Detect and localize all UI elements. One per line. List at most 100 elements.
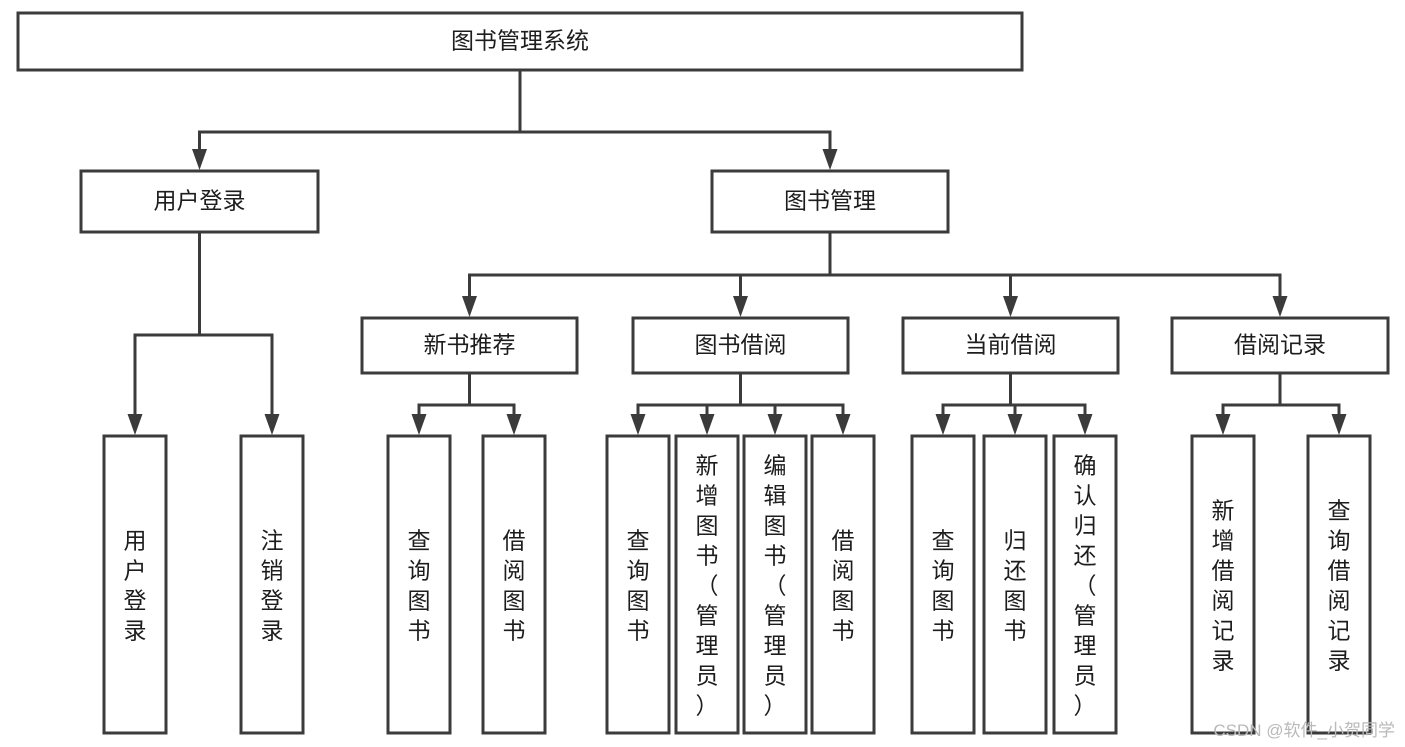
arrow-head-icon — [462, 296, 477, 317]
connector-line — [198, 232, 274, 414]
node-box[interactable] — [1306, 434, 1372, 735]
node-book-manage[interactable]: 图书管理 — [710, 169, 950, 234]
node-leaf-query-book-3[interactable]: 查询图书 — [910, 434, 976, 735]
node-user-login[interactable]: 用户登录 — [79, 169, 320, 234]
connector-line — [1278, 373, 1341, 414]
node-label: 查询借阅记录 — [1328, 498, 1351, 674]
node-book-borrow[interactable]: 图书借阅 — [631, 316, 850, 375]
node-box[interactable] — [674, 434, 740, 735]
node-new-book-rec[interactable]: 新书推荐 — [360, 316, 579, 375]
node-borrow-record[interactable]: 借阅记录 — [1170, 316, 1390, 375]
node-leaf-query-record[interactable]: 查询借阅记录 — [1306, 434, 1372, 735]
node-box[interactable] — [1170, 316, 1390, 375]
node-label: 归还图书 — [1004, 528, 1027, 644]
node-box[interactable] — [481, 434, 547, 735]
connector-book-borrow-to-leaf-borrow-book-2 — [739, 373, 851, 435]
node-box[interactable] — [710, 169, 950, 234]
node-box[interactable] — [810, 434, 876, 735]
node-label: 注销登录 — [261, 528, 284, 644]
node-box[interactable] — [901, 316, 1120, 375]
node-label: 当前借阅 — [965, 332, 1057, 358]
node-box[interactable] — [1052, 434, 1118, 735]
arrow-head-icon — [1272, 296, 1288, 317]
connector-borrow-record-to-leaf-add-record — [1215, 373, 1282, 435]
node-leaf-confirm-return[interactable]: 确认归还（管理员） — [1052, 434, 1118, 735]
node-label: 新增图书（管理员） — [696, 453, 719, 719]
arrow-head-icon — [1077, 414, 1093, 435]
connector-root-to-user-login — [192, 70, 522, 170]
connector-line — [828, 232, 1282, 296]
node-leaf-add-record[interactable]: 新增借阅记录 — [1190, 434, 1256, 735]
node-label: 用户登录 — [124, 528, 147, 644]
node-leaf-logout[interactable]: 注销登录 — [239, 434, 305, 735]
node-leaf-edit-book[interactable]: 编辑图书（管理员） — [742, 434, 808, 735]
node-label: 确认归还（管理员） — [1074, 453, 1097, 719]
connector-line — [828, 232, 1012, 296]
node-box[interactable] — [386, 434, 452, 735]
node-label: 新书推荐 — [424, 332, 516, 358]
node-label: 借阅图书 — [832, 528, 855, 644]
connector-line — [133, 232, 201, 414]
node-leaf-query-book-2[interactable]: 查询图书 — [605, 434, 671, 735]
node-label: 新增借阅记录 — [1212, 498, 1235, 674]
connector-user-login-to-leaf-user-login — [127, 232, 201, 435]
connector-current-borrow-to-leaf-query-book-3 — [935, 373, 1012, 435]
node-box[interactable] — [631, 316, 850, 375]
arrow-head-icon — [733, 296, 748, 317]
arrow-head-icon — [835, 414, 851, 435]
node-label: 编辑图书（管理员） — [764, 453, 787, 719]
connectors-layer — [127, 70, 1347, 435]
arrow-head-icon — [630, 414, 646, 435]
arrow-head-icon — [1215, 414, 1231, 435]
node-box[interactable] — [742, 434, 808, 735]
connector-line — [705, 373, 742, 414]
node-box[interactable] — [16, 11, 1024, 72]
arrow-head-icon — [767, 414, 783, 435]
node-label: 用户登录 — [154, 188, 246, 214]
nodes-layer: 图书管理系统用户登录图书管理新书推荐图书借阅当前借阅借阅记录用户登录注销登录查询… — [16, 11, 1390, 735]
node-box[interactable] — [79, 169, 320, 234]
node-box[interactable] — [910, 434, 976, 735]
node-leaf-query-book-1[interactable]: 查询图书 — [386, 434, 452, 735]
connector-line — [636, 373, 742, 414]
node-label: 借阅图书 — [503, 528, 526, 644]
node-box[interactable] — [239, 434, 305, 735]
arrow-head-icon — [1007, 414, 1023, 435]
connector-line — [198, 70, 522, 149]
node-box[interactable] — [605, 434, 671, 735]
node-label: 查询图书 — [932, 528, 955, 644]
node-leaf-return-book[interactable]: 归还图书 — [982, 434, 1048, 735]
node-box[interactable] — [1190, 434, 1256, 735]
arrow-head-icon — [506, 414, 522, 435]
node-label: 查询图书 — [408, 528, 431, 644]
connector-book-manage-to-borrow-record — [828, 232, 1288, 317]
connector-new-book-rec-to-leaf-borrow-book-1 — [468, 373, 522, 435]
connector-line — [518, 70, 832, 149]
connector-line — [417, 373, 471, 414]
watermark: CSDN @软件_小贺同学 — [1213, 721, 1395, 740]
node-box[interactable] — [360, 316, 579, 375]
connector-line — [1221, 373, 1282, 414]
node-leaf-borrow-book-2[interactable]: 借阅图书 — [810, 434, 876, 735]
node-current-borrow[interactable]: 当前借阅 — [901, 316, 1120, 375]
connector-line — [941, 373, 1012, 414]
connector-line — [739, 373, 845, 414]
node-root[interactable]: 图书管理系统 — [16, 11, 1024, 72]
arrow-head-icon — [192, 149, 207, 170]
node-box[interactable] — [982, 434, 1048, 735]
arrow-head-icon — [935, 414, 951, 435]
connector-line — [468, 373, 516, 414]
arrow-head-icon — [1003, 296, 1018, 317]
arrow-head-icon — [822, 149, 838, 170]
connector-line — [739, 373, 777, 414]
arrow-head-icon — [264, 414, 280, 435]
arrow-head-icon — [1331, 414, 1347, 435]
node-label: 图书管理系统 — [451, 28, 589, 54]
node-leaf-add-book[interactable]: 新增图书（管理员） — [674, 434, 740, 735]
node-leaf-user-login[interactable]: 用户登录 — [102, 434, 168, 735]
node-box[interactable] — [102, 434, 168, 735]
connector-book-manage-to-book-borrow — [733, 232, 832, 317]
node-label: 查询图书 — [627, 528, 650, 644]
node-leaf-borrow-book-1[interactable]: 借阅图书 — [481, 434, 547, 735]
node-label: 借阅记录 — [1234, 332, 1326, 358]
